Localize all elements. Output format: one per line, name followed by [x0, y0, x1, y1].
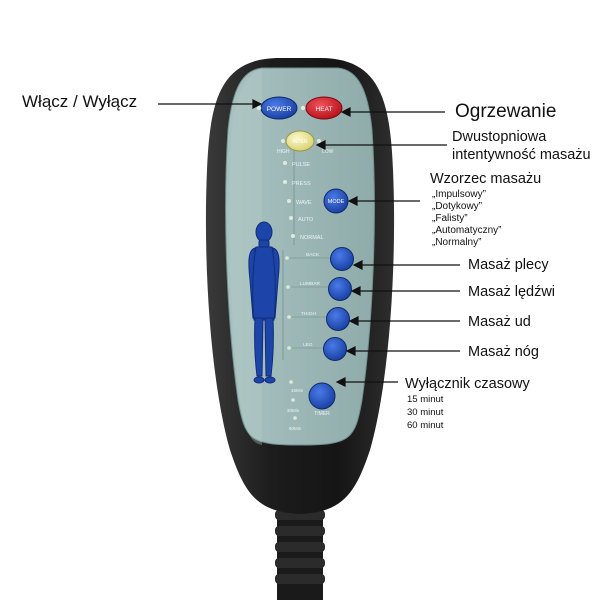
back-button[interactable] — [330, 247, 354, 271]
label-mode-option-1: „Impulsowy” — [432, 189, 486, 200]
heat-led — [300, 105, 306, 111]
thigh-button[interactable] — [326, 307, 350, 331]
zone-back: BACK — [285, 252, 330, 260]
intensity-button[interactable]: INTEN — [285, 130, 315, 152]
label-mode-option-2: „Dotykowy” — [432, 201, 483, 212]
label-mode-option-3: „Falisty” — [432, 213, 468, 224]
label-thigh: Masaż ud — [468, 314, 531, 330]
label-mode-option-5: „Normalny” — [432, 237, 482, 248]
label-timer-option-3: 60 minut — [407, 420, 444, 431]
power-button[interactable]: POWER — [260, 96, 298, 120]
mode-label-auto: AUTO — [298, 217, 314, 223]
timer-indicators: 15Min 30Min 60Min — [287, 380, 304, 431]
power-button-label: POWER — [267, 106, 292, 113]
label-back: Masaż plecy — [468, 257, 549, 273]
heat-button-label: HEAT — [316, 106, 333, 113]
timer-button-label: TIMER — [314, 411, 330, 417]
label-heat: Ogrzewanie — [455, 101, 557, 122]
label-leg: Masaż nóg — [468, 344, 539, 360]
zone-lumbar: LUMBAR — [286, 281, 328, 289]
intensity-button-label: INTEN — [293, 139, 308, 145]
mode-label-wave: WAVE — [296, 200, 312, 206]
mode-button-label: MODE — [328, 199, 345, 205]
timer-label-30: 30Min — [287, 408, 300, 413]
mode-label-pulse: PULSE — [292, 162, 310, 168]
label-timer-option-2: 30 minut — [407, 407, 444, 418]
leg-button[interactable] — [323, 337, 347, 361]
annotation-arrows — [158, 99, 460, 387]
label-timer-title: Wyłącznik czasowy — [405, 376, 530, 392]
mode-label-normal: NORMAL — [300, 235, 324, 241]
label-mode-option-4: „Automatyczny” — [432, 225, 502, 236]
intensity-high-label: HIGH — [277, 149, 290, 155]
timer-label-15: 15Min — [291, 388, 304, 393]
zone-leg: LEG — [287, 342, 323, 350]
mode-label-press: PRESS — [292, 181, 311, 187]
cable — [275, 500, 325, 600]
zone-label-lumbar: LUMBAR — [300, 281, 321, 287]
label-intensity-line1: Dwustopniowa — [452, 129, 547, 145]
mode-indicators: PULSE PRESS WAVE AUTO NORMAL — [283, 161, 324, 241]
zone-label-back: BACK — [306, 252, 320, 258]
label-mode-title: Wzorzec masażu — [430, 171, 542, 187]
label-intensity-line2: intentywność masażu — [452, 147, 591, 163]
label-lumbar: Masaż lędźwi — [468, 284, 556, 300]
zone-label-leg: LEG — [303, 342, 313, 348]
power-led — [256, 105, 262, 111]
body-silhouette-icon — [248, 221, 280, 384]
label-timer-option-1: 15 minut — [407, 394, 444, 405]
zone-label-thigh: THIGH — [301, 311, 316, 317]
intensity-low-label: LOW — [322, 149, 334, 155]
zone-thigh: THIGH — [287, 311, 326, 319]
lumbar-button[interactable] — [328, 277, 352, 301]
mode-button[interactable]: MODE — [323, 188, 349, 214]
label-power: Włącz / Wyłącz — [22, 92, 138, 111]
heat-button[interactable]: HEAT — [305, 96, 343, 120]
timer-label-60: 60Min — [289, 426, 302, 431]
timer-button[interactable] — [308, 382, 336, 410]
